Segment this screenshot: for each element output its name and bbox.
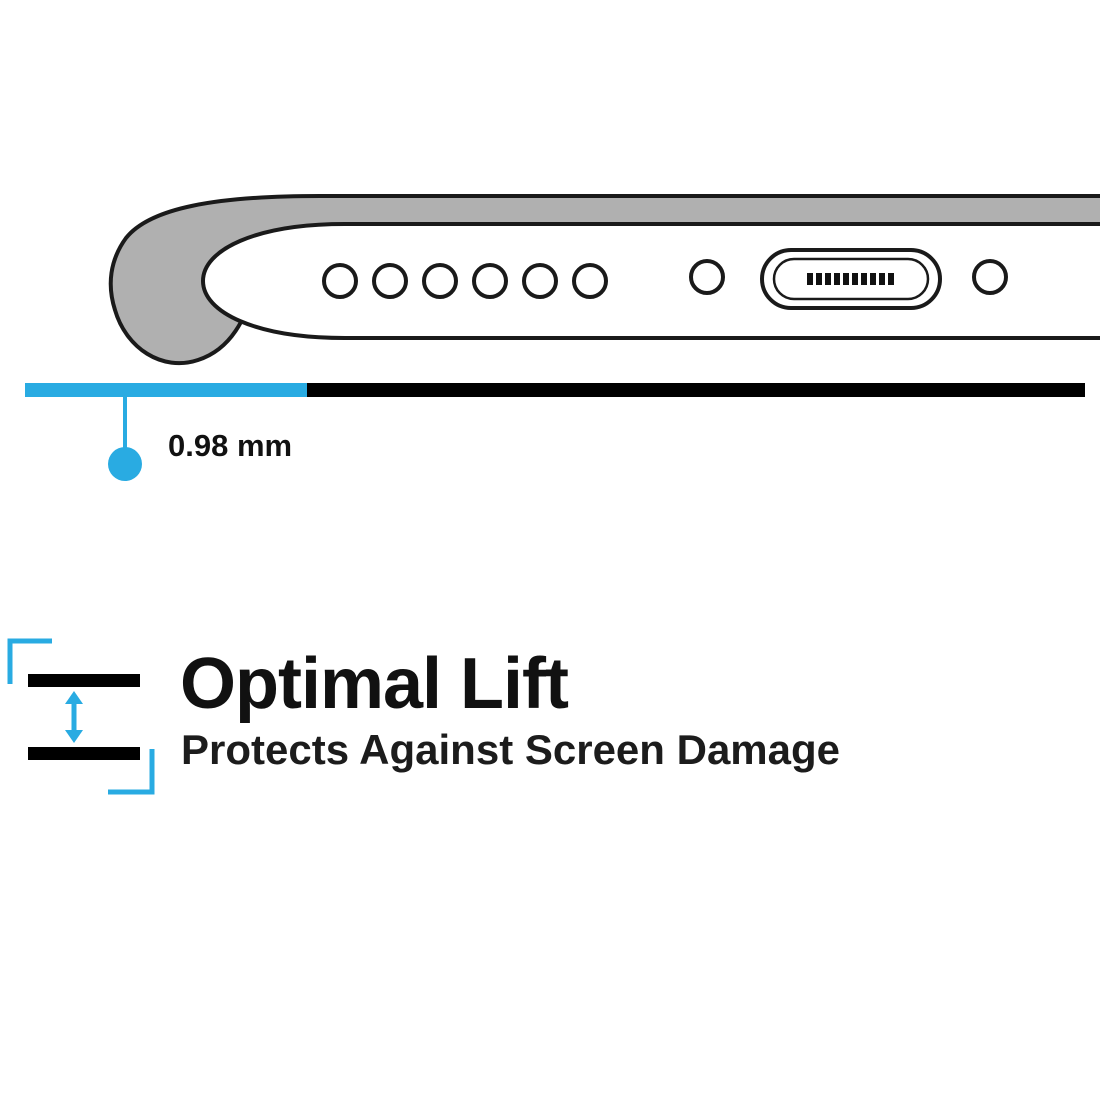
measure-dot: [108, 447, 142, 481]
bracket-bottom-right: [108, 749, 155, 795]
speaker-hole: [522, 263, 558, 299]
feature-title: Optimal Lift: [180, 644, 569, 724]
gap-measurement: [25, 383, 1085, 481]
speaker-hole: [472, 263, 508, 299]
measure-leader-line: [123, 397, 127, 449]
port-pins: [807, 273, 894, 285]
speaker-hole: [372, 263, 408, 299]
icon-bar-top: [28, 674, 140, 687]
phone-case-illustration: [108, 194, 1100, 366]
icon-bar-bottom: [28, 747, 140, 760]
bracket-top-left: [7, 638, 52, 684]
measurement-label: 0.98 mm: [168, 428, 293, 463]
gap-highlight-bar: [25, 383, 307, 397]
double-arrow-vertical: [65, 691, 83, 743]
screw-hole-left: [689, 259, 725, 295]
screw-hole-right: [972, 259, 1008, 295]
lift-gap-icon: [7, 638, 155, 795]
feature-subtitle: Protects Against Screen Damage: [181, 726, 841, 773]
port-inner: [772, 257, 930, 301]
speaker-hole: [322, 263, 358, 299]
speaker-hole: [422, 263, 458, 299]
speaker-hole: [572, 263, 608, 299]
charging-port: [760, 248, 942, 310]
surface-bar: [307, 383, 1085, 397]
speaker-holes: [322, 263, 608, 299]
